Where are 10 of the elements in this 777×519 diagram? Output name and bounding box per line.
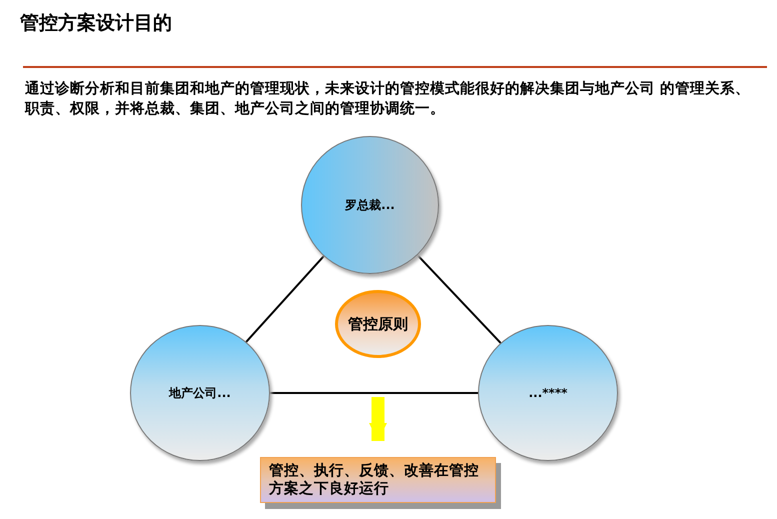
connector-line <box>270 392 478 394</box>
title: 管控方案设计目的 <box>20 11 172 36</box>
node-label: 地产公司... <box>169 384 231 402</box>
node-label: 罗总裁... <box>345 196 395 214</box>
node-label: 管控、执行、反馈、改善在管控方案之下良好运行 <box>269 462 480 498</box>
node-label: 管控原则 <box>348 314 408 334</box>
node-label: ...**** <box>528 386 568 400</box>
description-paragraph: 通过诊断分析和目前集团和地产的管理现状，未来设计的管控模式能很好的解决集团与地产公司 的管理关系、职责、权限，并将总裁、集团、地产公司之间的管理协调统一。 <box>25 80 752 119</box>
connector-line <box>416 254 502 344</box>
connector-line <box>245 256 324 343</box>
